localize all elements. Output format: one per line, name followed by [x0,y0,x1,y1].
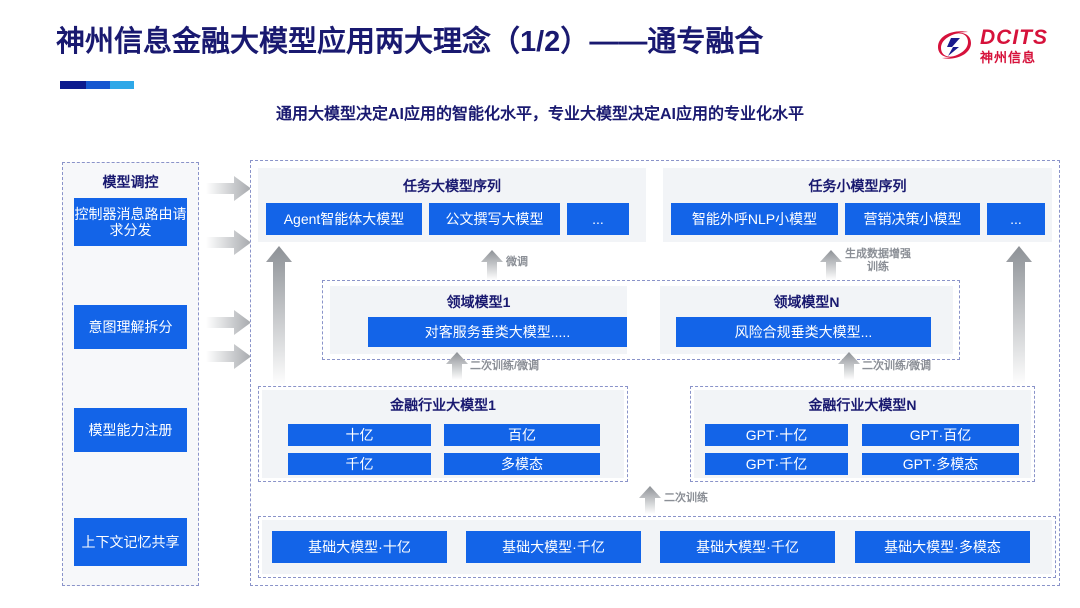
industry-model-right-item-1[interactable]: GPT·十亿 [705,424,848,446]
task-large-model-item-doc-writing[interactable]: 公文撰写大模型 [429,203,560,235]
industry-model-left-item-4[interactable]: 多模态 [444,453,600,475]
industry-model-right-item-4[interactable]: GPT·多模态 [862,453,1019,475]
flow-label-line2: 训练 [867,260,889,273]
flow-label-retrain-finetune-right: 二次训练/微调 [862,360,932,372]
item-label: ... [1010,210,1022,227]
industry-model-left-item-3[interactable]: 千亿 [288,453,431,475]
item-label: 基础大模型·十亿 [308,538,411,555]
sidebar-item-label: 控制器消息路由请求分发 [74,205,187,238]
domain-model-right-title: 领域模型N [773,294,840,310]
flow-arrow-up-retrain [639,486,661,514]
item-label: 基础大模型·千亿 [696,538,799,555]
item-label: 公文撰写大模型 [445,210,544,227]
task-small-model-item-nlp-outbound[interactable]: 智能外呼NLP小模型 [671,203,838,235]
industry-model-right-item-2[interactable]: GPT·百亿 [862,424,1019,446]
industry-model-left-item-1[interactable]: 十亿 [288,424,431,446]
foundation-model-item-1[interactable]: 基础大模型·十亿 [272,531,447,563]
item-label: 基础大模型·千亿 [502,538,605,555]
flow-arrow-up-finetune [481,250,503,280]
item-label: 风险合规垂类大模型... [734,323,873,340]
logo-text-cn: 神州信息 [980,49,1037,65]
item-label: 十亿 [345,426,374,443]
domain-model-left-item[interactable]: 对客服务垂类大模型..... [368,317,627,347]
task-large-model-item-more[interactable]: ... [567,203,629,235]
industry-model-right-item-3[interactable]: GPT·千亿 [705,453,848,475]
flow-label-retrain-finetune-left: 二次训练/微调 [470,360,540,372]
item-label: GPT·多模态 [902,455,979,472]
sidebar-title: 模型调控 [102,174,159,190]
flow-arrow-right-2 [206,230,251,255]
task-small-model-title: 任务小模型序列 [808,178,907,194]
flow-arrow-right-4 [206,344,251,369]
task-large-model-item-agent[interactable]: Agent智能体大模型 [266,203,422,235]
task-small-model-item-marketing-decision[interactable]: 营销决策小模型 [845,203,980,235]
item-label: Agent智能体大模型 [283,210,405,227]
flow-label-finetune: 微调 [506,256,528,268]
flow-arrow-up-data-augmentation [820,250,842,280]
foundation-model-item-3[interactable]: 基础大模型·千亿 [660,531,835,563]
item-label: 对客服务垂类大模型..... [424,323,571,340]
sidebar-item-label: 上下文记忆共享 [81,533,180,550]
page-title: 神州信息金融大模型应用两大理念（1/2）——通专融合 [56,26,764,58]
flow-arrow-up-industry-to-task-small [1006,246,1032,386]
brand-logo: DCITS 神州信息 [934,20,1062,70]
sidebar-item-context-memory[interactable]: 上下文记忆共享 [74,518,187,566]
industry-model-left-title: 金融行业大模型1 [390,397,496,413]
foundation-model-item-2[interactable]: 基础大模型·千亿 [466,531,641,563]
logo-text-en: DCITS [980,25,1048,49]
item-label: 百亿 [508,426,536,443]
item-label: GPT·十亿 [745,426,808,443]
dcits-swirl-icon [934,25,974,65]
domain-model-left-title: 领域模型1 [446,294,511,310]
sidebar-item-intent-understanding[interactable]: 意图理解拆分 [74,305,187,349]
item-label: ... [592,210,604,227]
task-small-model-item-more[interactable]: ... [987,203,1045,235]
item-label: GPT·百亿 [909,426,972,443]
flow-arrow-up-industry-to-task-large [266,246,292,386]
domain-model-right-item[interactable]: 风险合规垂类大模型... [676,317,931,347]
sidebar-item-label: 意图理解拆分 [88,318,173,335]
industry-model-right-title: 金融行业大模型N [808,397,917,413]
task-large-model-title: 任务大模型序列 [403,178,501,194]
flow-label-line1: 生成数据增强 [845,248,911,260]
flow-arrow-up-retrain-finetune-right [838,352,860,380]
flow-label-data-augmentation: 生成数据增强 训练 [845,248,955,273]
item-label: GPT·千亿 [745,455,808,472]
flow-label-retrain: 二次训练 [664,492,708,504]
sidebar-item-capability-register[interactable]: 模型能力注册 [74,408,187,452]
title-underline-accent [60,81,134,89]
sidebar-item-controller-routing[interactable]: 控制器消息路由请求分发 [74,198,187,246]
flow-arrow-right-1 [206,176,251,201]
item-label: 智能外呼NLP小模型 [691,210,818,227]
item-label: 营销决策小模型 [863,210,962,227]
foundation-model-item-4[interactable]: 基础大模型·多模态 [855,531,1030,563]
item-label: 基础大模型·多模态 [884,538,1001,555]
flow-arrow-up-retrain-finetune-left [446,352,468,380]
item-label: 多模态 [501,455,543,472]
item-label: 千亿 [345,455,374,472]
page-subtitle: 通用大模型决定AI应用的智能化水平，专业大模型决定AI应用的专业化水平 [275,106,804,123]
industry-model-left-item-2[interactable]: 百亿 [444,424,600,446]
sidebar-item-label: 模型能力注册 [88,421,173,438]
flow-arrow-right-3 [206,310,251,335]
